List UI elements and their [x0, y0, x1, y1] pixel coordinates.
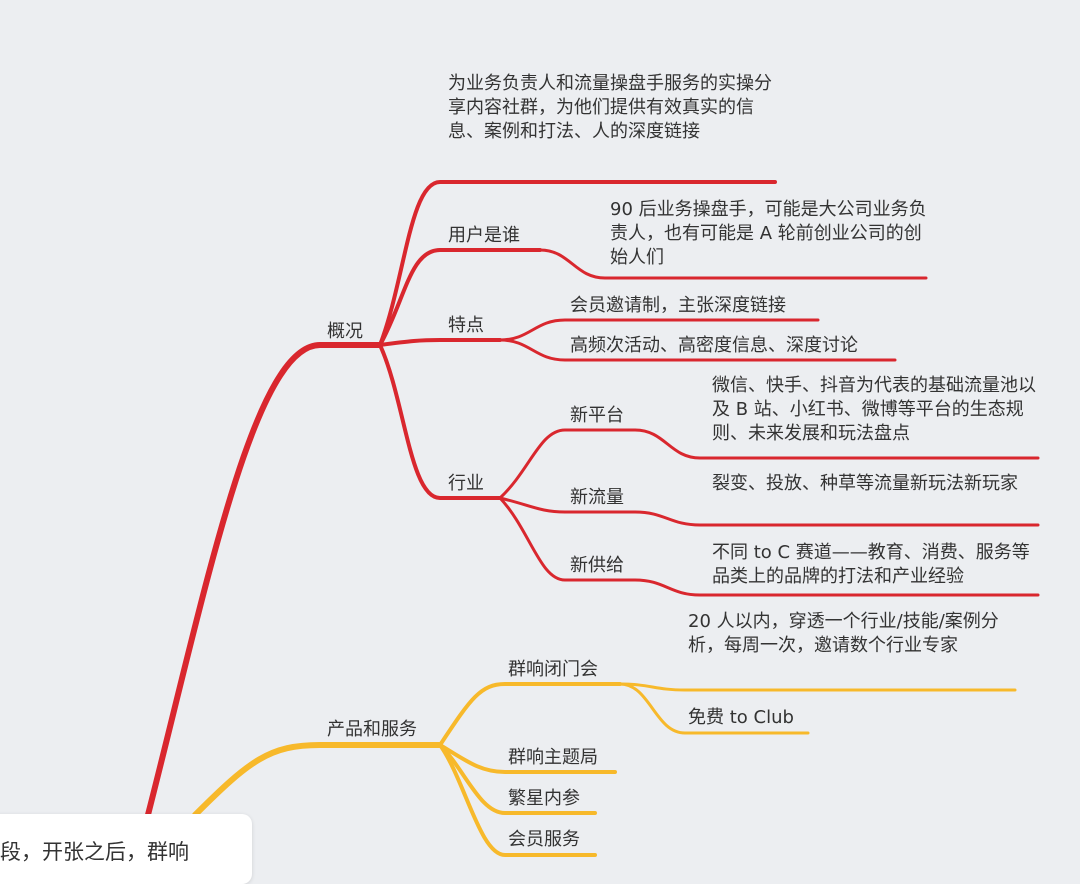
node-features-item-2: 高频次活动、高密度信息、深度讨论 [570, 335, 858, 356]
branch-products-stars [438, 743, 597, 815]
callout-box: 段，开张之后，群响 [0, 814, 252, 884]
branch-products-theme [438, 743, 617, 774]
branch-products-membership [438, 743, 597, 857]
branch-industry-supply [498, 496, 637, 582]
mindmap-canvas [132, 180, 1040, 865]
node-traffic: 新流量 [570, 487, 624, 508]
node-industry: 行业 [448, 473, 484, 494]
node-supply-text: 不同 to C 赛道——教育、消费、服务等品类上的品牌的打法和产业经验 [712, 542, 1030, 587]
node-platform-text: 微信、快手、抖音为代表的基础流量池以及 B 站、小红书、微博等平台的生态规则、未… [712, 375, 1036, 444]
branch-products-closed-meeting [438, 682, 622, 747]
node-products: 产品和服务 [327, 719, 417, 740]
node-closed-meeting: 群响闭门会 [508, 659, 598, 680]
branch-users-text [538, 248, 928, 280]
branch-platform-text [633, 428, 1040, 460]
node-overview: 概况 [327, 321, 363, 342]
node-traffic-text: 裂变、投放、种草等流量新玩法新玩家 [712, 473, 1018, 494]
node-supply: 新供给 [570, 555, 624, 576]
node-stars: 繁星内参 [508, 788, 580, 809]
branch-root-products [192, 742, 443, 818]
branch-closed-meeting-text [618, 682, 1017, 692]
node-features-item-1: 会员邀请制，主张深度链接 [570, 295, 786, 316]
node-users: 用户是谁 [448, 225, 520, 246]
node-membership: 会员服务 [508, 829, 580, 850]
branch-features-item-2 [498, 338, 897, 362]
branch-overview-industry [378, 343, 502, 500]
callout-text: 段，开张之后，群响 [0, 840, 189, 864]
node-platform: 新平台 [570, 405, 624, 426]
branch-overview-users [378, 248, 542, 347]
branch-root-overview [132, 342, 383, 865]
branch-overview-features [378, 338, 502, 347]
node-closed-meeting-text: 20 人以内，穿透一个行业/技能/案例分析，每周一次，邀请数个行业专家 [688, 611, 999, 656]
branch-industry-traffic [498, 496, 637, 514]
branch-overview-description [378, 180, 777, 347]
node-free-club: 免费 to Club [688, 707, 794, 728]
branch-supply-text [633, 578, 1040, 597]
node-users-text: 90 后业务操盘手，可能是大公司业务负责人，也有可能是 A 轮前创业公司的创始人… [610, 199, 927, 268]
branch-closed-meeting-free [618, 682, 810, 735]
node-overview-description: 为业务负责人和流量操盘手服务的实操分享内容社群，为他们提供有效真实的信息、案例和… [448, 73, 772, 142]
node-features: 特点 [448, 315, 484, 336]
branch-traffic-text [633, 510, 1040, 527]
node-theme-bureau: 群响主题局 [508, 747, 598, 768]
branch-industry-platform [498, 428, 637, 500]
